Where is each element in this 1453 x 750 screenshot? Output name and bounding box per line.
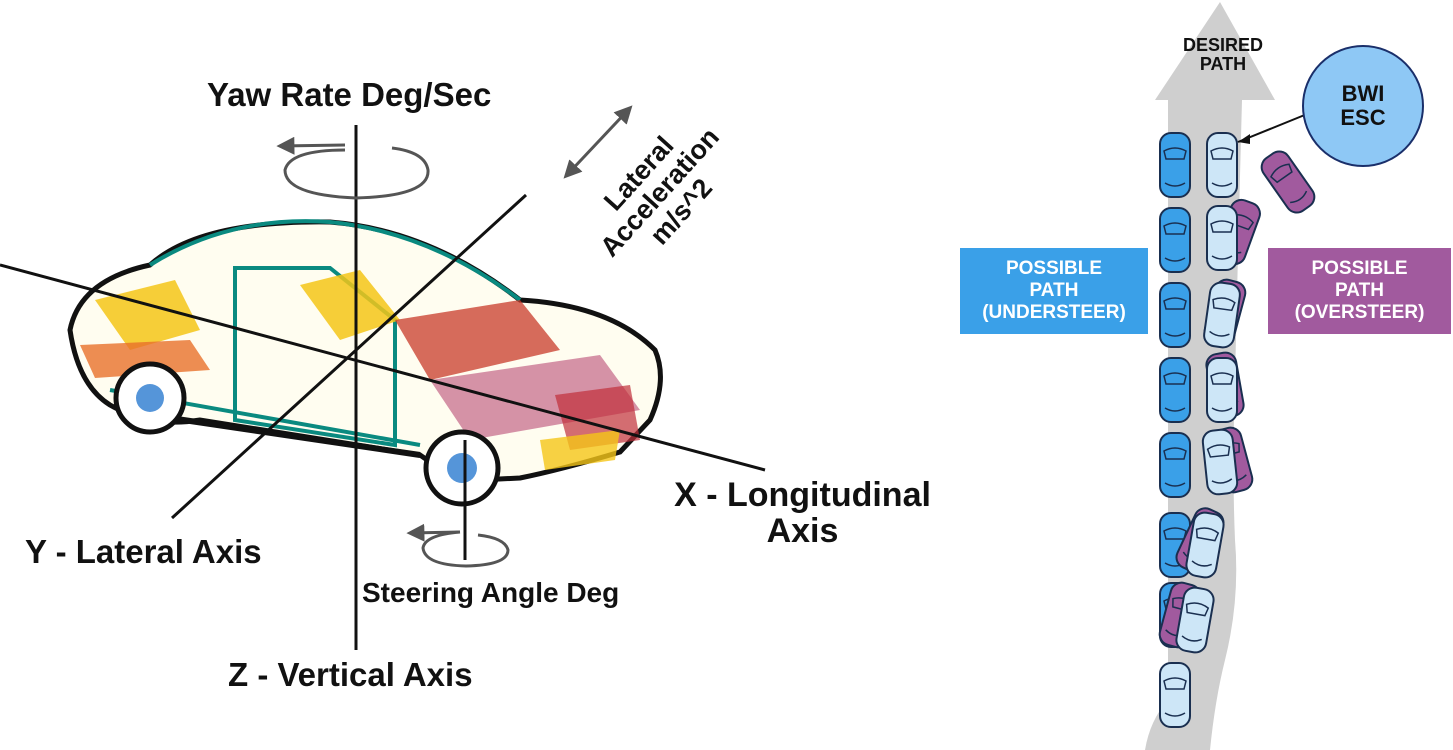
esc-car <box>1206 205 1238 271</box>
understeer-car <box>1159 357 1191 423</box>
front-wheel <box>423 429 501 507</box>
rear-frame <box>80 340 210 378</box>
y-lateral-axis-line <box>170 193 528 520</box>
steering-angle-label: Steering Angle Deg <box>362 577 620 608</box>
yaw-rotation-arrow <box>276 136 430 200</box>
understeer-car <box>1159 207 1191 273</box>
esc-car <box>1203 281 1241 349</box>
understeer-car <box>1159 132 1191 198</box>
car-cutaway-illustration <box>67 219 663 507</box>
esc-cars <box>1159 132 1241 728</box>
lateral-acceleration-arrow <box>563 105 633 179</box>
understeer-car <box>1159 282 1191 348</box>
car-door-frame <box>233 266 397 448</box>
esc-pointer-line <box>1237 111 1313 143</box>
y-axis-label: Y - Lateral Axis <box>25 533 262 570</box>
engine-block <box>395 300 560 380</box>
x-longitudinal-axis-line <box>0 263 766 472</box>
yaw-rate-label: Yaw Rate Deg/Sec <box>207 76 492 113</box>
bumper-parts <box>540 430 620 470</box>
esc-car <box>1185 511 1225 579</box>
car-roof-line <box>148 219 522 302</box>
esc-car <box>1159 662 1191 728</box>
oversteer-path-box: POSSIBLE PATH (OVERSTEER) <box>1268 248 1451 334</box>
side-skirt <box>169 415 421 458</box>
understeer-cars <box>1159 132 1191 648</box>
esc-badge: BWI ESC <box>1302 45 1424 167</box>
esc-car <box>1201 428 1239 496</box>
oversteer-car <box>1260 150 1316 214</box>
desired-path-label: DESIRED PATH <box>1182 35 1263 74</box>
rear-wheel <box>113 361 187 435</box>
esc-car <box>1206 357 1238 423</box>
steering-rotation-arrow <box>406 523 510 568</box>
x-axis-label: X - Longitudinal Axis <box>674 476 931 550</box>
esc-car <box>1175 586 1215 654</box>
esc-car <box>1206 132 1238 198</box>
front-seats <box>300 270 400 340</box>
understeer-path-box: POSSIBLE PATH (UNDERSTEER) <box>960 248 1148 334</box>
understeer-car <box>1159 432 1191 498</box>
z-axis-label: Z - Vertical Axis <box>228 656 473 693</box>
